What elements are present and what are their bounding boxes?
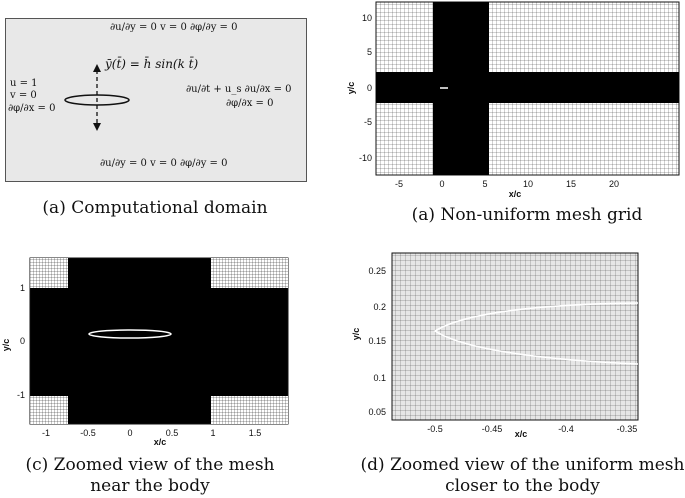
xtick-c-1: -0.5 [80, 428, 96, 438]
ytick-b-3: -5 [364, 117, 372, 127]
plot-c: -1 -0.5 0 0.5 1 1.5 1 0 -1 x/c y/c [1, 257, 289, 447]
ytick-d-4: 0.05 [368, 407, 386, 417]
ytick-b-0: 10 [362, 13, 372, 23]
domain-box [5, 18, 307, 182]
plot-d-area [391, 252, 639, 421]
xtick-d-2: -0.4 [558, 424, 574, 434]
caption-b: (a) Non-uniform mesh grid [411, 205, 643, 225]
plot-d: -0.5 -0.45 -0.4 -0.35 0.25 0.2 0.15 0.1 … [351, 252, 639, 439]
xtick-c-5: 1.5 [249, 428, 262, 438]
caption-d-line2: closer to the body [445, 476, 600, 496]
ytick-b-4: -10 [359, 153, 372, 163]
caption-c-line2: near the body [90, 476, 210, 496]
xlabel-b: x/c [509, 189, 522, 199]
xlabel-c: x/c [154, 437, 167, 447]
bc-left-u: u = 1 [10, 78, 38, 89]
mesh-b-horizontal-band [376, 72, 679, 103]
bc-bottom: ∂u/∂y = 0 v = 0 ∂φ/∂y = 0 [100, 158, 228, 169]
ytick-d-1: 0.2 [373, 302, 386, 312]
ytick-c-0: 1 [20, 283, 25, 293]
xtick-b-5: 20 [609, 179, 619, 189]
mesh-c-corner-tl [30, 258, 68, 288]
ytick-b-1: 5 [367, 47, 372, 57]
xlabel-d: x/c [515, 429, 528, 439]
bc-top: ∂u/∂y = 0 v = 0 ∂φ/∂y = 0 [110, 22, 238, 33]
domain-body-sketch [64, 64, 130, 131]
mesh-c-corner-bl [30, 396, 68, 424]
ylabel-c: y/c [1, 339, 11, 352]
ytick-d-2: 0.15 [368, 336, 386, 346]
bc-left-v: v = 0 [10, 90, 37, 101]
xtick-b-1: 0 [439, 179, 444, 189]
body-d-curve [433, 302, 639, 365]
caption-c-line1: (c) Zoomed view of the mesh [25, 455, 275, 475]
ytick-c-2: -1 [17, 390, 25, 400]
xtick-d-1: -0.45 [482, 424, 503, 434]
xtick-d-3: -0.35 [617, 424, 638, 434]
motion-arrow-down-head [93, 123, 101, 131]
xtick-d-0: -0.5 [427, 424, 443, 434]
xtick-c-4: 1 [210, 428, 215, 438]
xtick-c-3: 0.5 [166, 428, 179, 438]
bc-right-phi: ∂φ/∂x = 0 [226, 98, 274, 109]
bc-right-u: ∂u/∂t + u_s ∂u/∂x = 0 [186, 84, 292, 95]
motion-label: ȳ(t̄) = h̄ sin(k t̄) [105, 57, 199, 71]
mesh-c-corner-br [211, 396, 288, 424]
bc-left-phi: ∂φ/∂x = 0 [8, 103, 56, 114]
xtick-b-3: 10 [523, 179, 533, 189]
xtick-b-4: 15 [566, 179, 576, 189]
motion-arrow-up-head [93, 64, 101, 72]
ylabel-d: y/c [351, 328, 361, 341]
body-c-ellipse [88, 329, 172, 339]
caption-a: (a) Computational domain [42, 198, 268, 218]
mesh-c-corner-tr [211, 258, 288, 288]
ytick-d-0: 0.25 [368, 266, 386, 276]
xtick-c-2: 0 [127, 428, 132, 438]
xtick-c-0: -1 [42, 428, 50, 438]
xtick-b-2: 5 [482, 179, 487, 189]
ytick-d-3: 0.1 [373, 373, 386, 383]
caption-d-line1: (d) Zoomed view of the uniform mesh [360, 455, 685, 475]
ytick-b-2: 0 [367, 83, 372, 93]
ytick-c-1: 0 [20, 336, 25, 346]
xtick-b-0: -5 [395, 179, 403, 189]
ylabel-b: y/c [346, 82, 356, 95]
plot-b: -5 0 5 10 15 20 10 5 0 -5 -10 x/c y/c [346, 1, 680, 199]
